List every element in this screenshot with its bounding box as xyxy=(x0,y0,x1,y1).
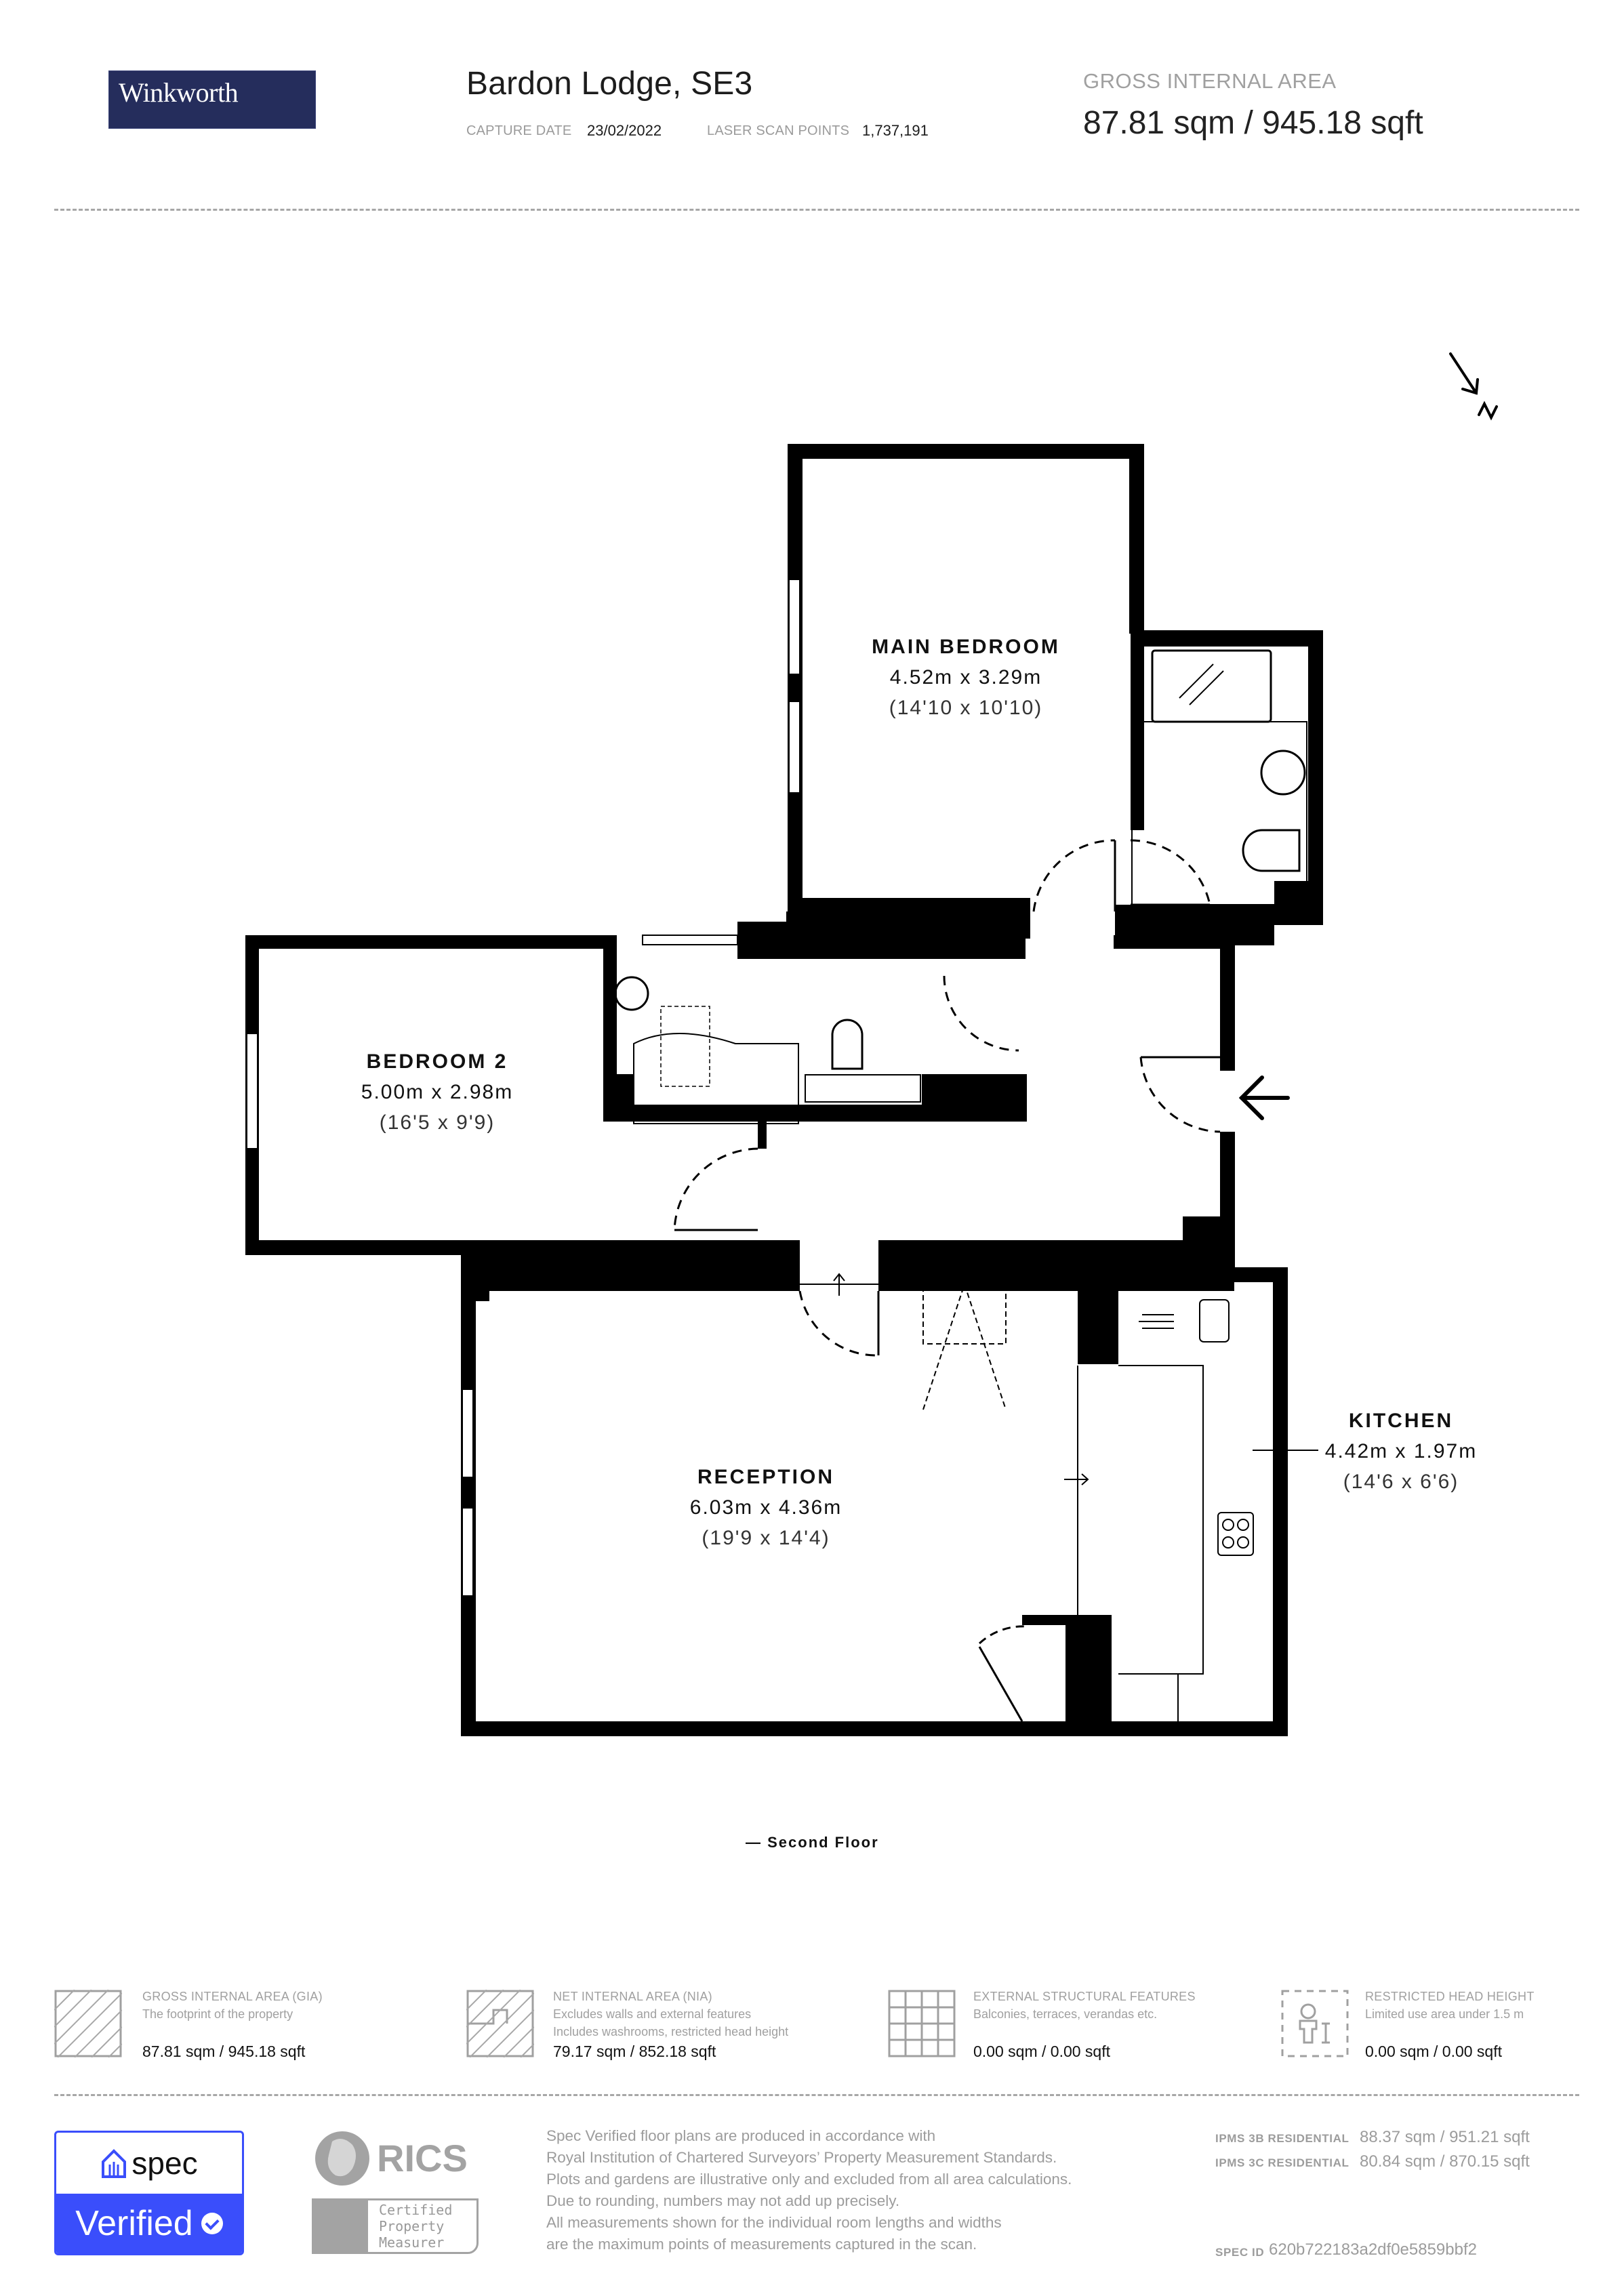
ipms-3b-label: IPMS 3B RESIDENTIAL xyxy=(1215,2132,1349,2145)
legend-restricted-desc: Limited use area under 1.5 m xyxy=(1365,2007,1524,2021)
rics-cert-line-3: Measurer xyxy=(379,2234,445,2251)
rics-cert-line-1: Certified xyxy=(379,2202,453,2218)
disclaimer-line: Plots and gardens are illustrative only … xyxy=(546,2171,1072,2188)
room-imperial-reception: (19'9 x 14'4) xyxy=(702,1527,830,1549)
legend-restricted-value: 0.00 sqm / 0.00 sqft xyxy=(1365,2043,1503,2060)
entrance-arrow-icon xyxy=(1238,1075,1290,1120)
disclaimer: Spec Verified floor plans are produced i… xyxy=(546,2125,1170,2255)
ipms-3c-label: IPMS 3C RESIDENTIAL xyxy=(1215,2156,1349,2169)
spec-wordmark: spec xyxy=(131,2146,198,2181)
room-name-kitchen: KITCHEN xyxy=(1348,1410,1454,1432)
disclaimer-line: are the maximum points of measurements c… xyxy=(546,2236,977,2253)
floor-label: — Second Floor xyxy=(746,1834,879,1851)
rics-wordmark: RICS xyxy=(377,2137,468,2179)
spec-verified-badge: spec Verified xyxy=(54,2131,244,2255)
windows xyxy=(246,579,800,1597)
legend-nia-title: NET INTERNAL AREA (NIA) xyxy=(553,1990,712,2003)
property-title: Bardon Lodge, SE3 xyxy=(466,66,753,102)
walls xyxy=(245,444,1323,1736)
ipms-3c-value: 80.84 sqm / 870.15 sqft xyxy=(1360,2152,1530,2171)
floor-plan xyxy=(245,352,1498,1736)
legend-gia-value: 87.81 sqm / 945.18 sqft xyxy=(142,2043,306,2060)
room-imperial-kitchen: (14'6 x 6'6) xyxy=(1343,1471,1459,1493)
fixtures xyxy=(614,649,1307,1721)
checkmark-icon xyxy=(201,2213,223,2234)
gia-header-value: 87.81 sqm / 945.18 sqft xyxy=(1083,105,1423,141)
legend-external-title: EXTERNAL STRUCTURAL FEATURES xyxy=(973,1990,1196,2003)
spec-house-icon xyxy=(102,2149,127,2178)
spec-id-value: 620b722183a2df0e5859bbf2 xyxy=(1269,2240,1477,2259)
north-label: N xyxy=(1475,400,1476,401)
disclaimer-line: Royal Institution of Chartered Surveyors… xyxy=(546,2149,1057,2166)
legend-external-desc: Balconies, terraces, verandas etc. xyxy=(973,2007,1158,2021)
laser-scan-label: LASER SCAN POINTS xyxy=(707,123,850,138)
gia-hatch-icon xyxy=(54,1990,122,2057)
person-height-icon xyxy=(1281,1990,1349,2057)
legend-nia-value: 79.17 sqm / 852.18 sqft xyxy=(553,2043,716,2060)
nia-hatch-icon xyxy=(466,1990,534,2057)
disclaimer-line: Spec Verified floor plans are produced i… xyxy=(546,2127,936,2144)
room-name-bedroom-2: BEDROOM 2 xyxy=(366,1050,508,1073)
legend-nia-desc-1: Excludes walls and external features xyxy=(553,2007,752,2021)
room-metric-bedroom-2: 5.00m x 2.98m xyxy=(361,1081,514,1103)
footer-divider xyxy=(54,2094,1579,2096)
room-imperial-bedroom-2: (16'5 x 9'9) xyxy=(379,1111,495,1134)
room-name-reception: RECEPTION xyxy=(697,1466,835,1488)
capture-date-label: CAPTURE DATE xyxy=(466,123,572,138)
grid-icon xyxy=(888,1990,956,2057)
legend-gia-title: GROSS INTERNAL AREA (GIA) xyxy=(142,1990,323,2003)
room-name-main-bedroom: MAIN BEDROOM xyxy=(872,636,1060,658)
room-imperial-main-bedroom: (14'10 x 10'10) xyxy=(889,697,1043,719)
gia-header-label: GROSS INTERNAL AREA xyxy=(1083,69,1337,93)
disclaimer-line: Due to rounding, numbers may not add up … xyxy=(546,2192,900,2209)
room-metric-reception: 6.03m x 4.36m xyxy=(689,1496,843,1519)
disclaimer-line: All measurements shown for the individua… xyxy=(546,2214,1002,2231)
rics-lion-icon xyxy=(315,2131,369,2186)
room-metric-main-bedroom: 4.52m x 3.29m xyxy=(889,666,1042,689)
winkworth-logo: Winkworth xyxy=(108,70,316,129)
spec-id-label: SPEC ID xyxy=(1215,2246,1265,2259)
header-divider xyxy=(54,209,1579,211)
legend-gia-desc: The footprint of the property xyxy=(142,2007,293,2021)
rics-logo: RICS xyxy=(312,2128,488,2189)
direction-arrows xyxy=(833,1273,1318,1485)
legend-external-value: 0.00 sqm / 0.00 sqft xyxy=(973,2043,1111,2060)
rics-cert-line-2: Property xyxy=(379,2218,445,2234)
legend-restricted-title: RESTRICTED HEAD HEIGHT xyxy=(1365,1990,1535,2003)
ipms-3b-value: 88.37 sqm / 951.21 sqft xyxy=(1360,2128,1530,2146)
rics-badge-mark xyxy=(314,2200,368,2252)
room-metric-kitchen: 4.42m x 1.97m xyxy=(1324,1440,1478,1462)
verified-label: Verified xyxy=(75,2204,193,2243)
north-arrow-icon xyxy=(1449,352,1498,421)
brand-name: Winkworth xyxy=(119,77,239,108)
capture-date-value: 23/02/2022 xyxy=(587,122,662,139)
laser-scan-value: 1,737,191 xyxy=(862,122,929,139)
legend-nia-desc-2: Includes washrooms, restricted head heig… xyxy=(553,2025,789,2038)
rics-certified-badge: Certified Property Measurer xyxy=(312,2198,479,2254)
